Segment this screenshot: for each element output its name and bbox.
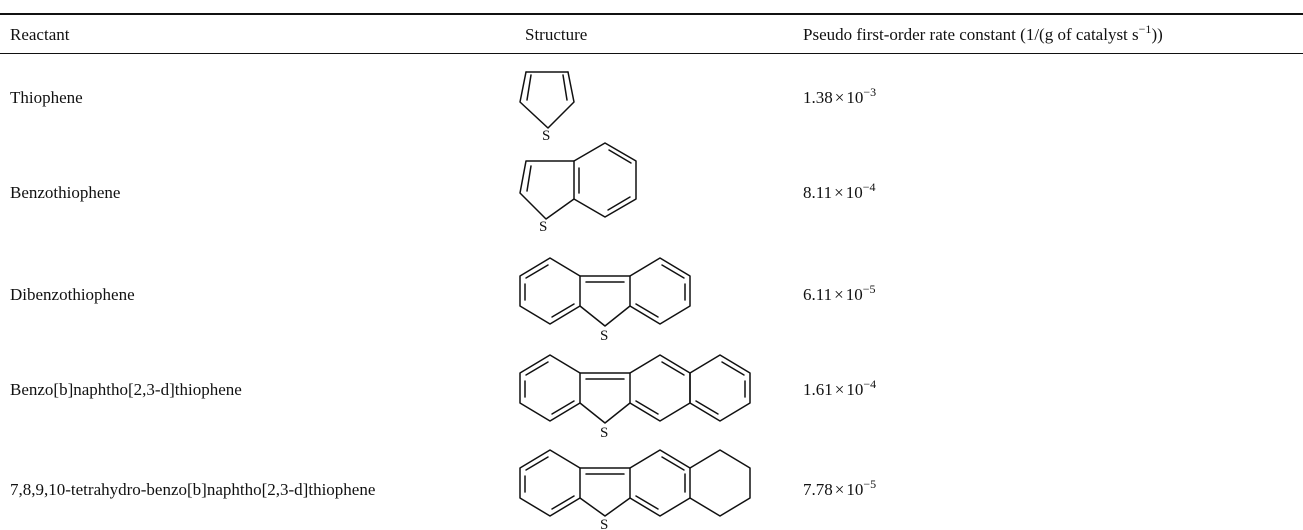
times-sign: × [834,285,844,304]
dibenzothiophene-structure: S [519,257,691,344]
rate-base: 10 [846,380,864,399]
times-sign: × [834,88,845,107]
sulfur-atom-label: S [542,128,550,144]
rate-mantissa: 6.11 [803,285,833,304]
header-rate-constant: Pseudo first-order rate constant (1/(g o… [803,22,1163,45]
reactant-name: Benzo[b]naphtho[2,3-d]thiophene [10,380,242,399]
times-sign: × [834,183,844,202]
rate-mantissa: 7.78 [803,480,833,499]
sulfur-atom-label: S [600,425,608,441]
sulfur-atom-label: S [600,328,608,344]
benzonaphthothiophene-structure: S [519,354,751,441]
rate-base: 10 [845,183,863,202]
sulfur-atom-label: S [539,219,547,235]
rate-exponent: −4 [863,377,877,391]
rate-constant-value: 7.78×10−5 [803,477,877,500]
header-rate-suffix: )) [1151,25,1163,44]
header-rate-exponent: −1 [1138,22,1152,36]
thiophene-structure: S [519,71,575,144]
reactant-name: Dibenzothiophene [10,285,135,304]
header-rate-prefix: Pseudo first-order rate constant (1/(g o… [803,25,1139,44]
reactant-name: Thiophene [10,88,83,107]
rate-exponent: −5 [863,477,877,491]
rate-constant-value: 1.61×10−4 [803,377,877,400]
rate-exponent: −5 [862,282,876,296]
rate-exponent: −3 [863,85,877,99]
rate-constant-value: 6.11×10−5 [803,282,876,305]
rate-mantissa: 8.11 [803,183,833,202]
rate-base: 10 [845,285,863,304]
rate-base: 10 [846,480,864,499]
sulfur-atom-label: S [600,517,608,530]
reactant-name: 7,8,9,10-tetrahydro-benzo[b]naphtho[2,3-… [10,480,376,499]
rate-base: 10 [846,88,864,107]
reactant-name: Benzothiophene [10,183,121,202]
rate-mantissa: 1.38 [803,88,833,107]
benzothiophene-structure: S [519,142,637,235]
times-sign: × [834,480,845,499]
times-sign: × [834,380,845,399]
header-structure: Structure [525,25,588,44]
table-header-rule [0,53,1303,54]
table-top-rule [0,13,1303,15]
rate-constant-value: 1.38×10−3 [803,85,877,108]
tetrahydro-benzonaphthothiophene-structure: S [519,449,751,530]
rate-exponent: −4 [862,180,876,194]
rate-constant-value: 8.11×10−4 [803,180,876,203]
header-reactant: Reactant [10,25,70,44]
rate-mantissa: 1.61 [803,380,833,399]
